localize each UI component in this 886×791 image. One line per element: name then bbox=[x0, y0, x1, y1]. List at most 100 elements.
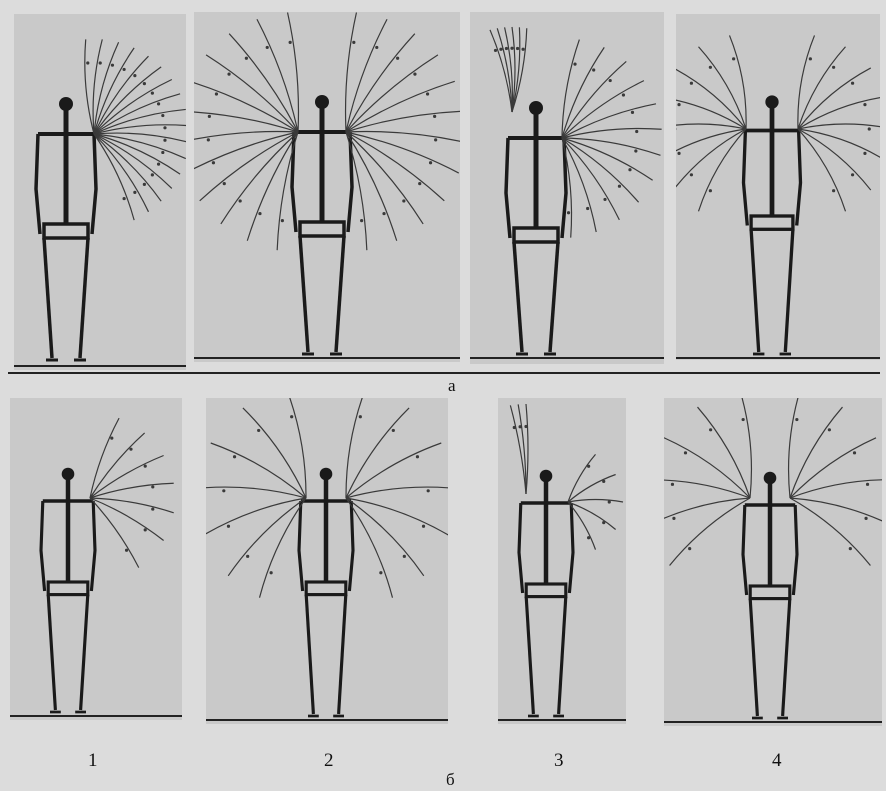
trajectory-b4-right-marker bbox=[849, 547, 852, 550]
trajectory-a4-right bbox=[798, 124, 880, 129]
trajectory-a2-right-marker bbox=[426, 92, 429, 95]
figure-a3 bbox=[470, 12, 664, 364]
figure-pelvis bbox=[751, 216, 793, 229]
trajectory-b2-right-marker bbox=[416, 455, 419, 458]
trajectory-a1-marker bbox=[151, 173, 154, 176]
panel-b2 bbox=[206, 398, 448, 724]
trajectory-b1 bbox=[90, 418, 119, 498]
figure-right-leg bbox=[550, 242, 558, 352]
figure-b3 bbox=[498, 398, 626, 724]
trajectory-b2-left bbox=[287, 398, 306, 498]
trajectory-a1-marker bbox=[157, 163, 160, 166]
trajectory-b3-left-marker bbox=[513, 426, 516, 429]
trajectory-a2-right-marker bbox=[402, 199, 405, 202]
panel-a2 bbox=[194, 12, 460, 362]
trajectory-b4-right-marker bbox=[864, 517, 867, 520]
trajectory-a3-right bbox=[562, 138, 639, 202]
figure-a1 bbox=[14, 14, 186, 370]
figure-b4 bbox=[664, 398, 882, 726]
trajectory-a1-marker bbox=[123, 197, 126, 200]
figure-a2 bbox=[194, 12, 460, 362]
trajectory-b3-right-marker bbox=[587, 465, 590, 468]
trajectory-b2-left-marker bbox=[233, 455, 236, 458]
figure-left-leg bbox=[514, 242, 522, 352]
trajectory-a1-marker bbox=[133, 74, 136, 77]
trajectory-a4-left bbox=[676, 124, 746, 129]
figure-right-arm bbox=[793, 505, 797, 595]
trajectory-b2-right bbox=[346, 498, 448, 536]
trajectory-a2-left-marker bbox=[266, 46, 269, 49]
trajectory-b2-right-marker bbox=[359, 415, 362, 418]
figure-right-leg bbox=[336, 236, 344, 352]
trajectory-a3-left-marker bbox=[521, 48, 524, 51]
figure-right-leg bbox=[783, 599, 790, 716]
trajectory-a3-right-marker bbox=[634, 149, 637, 152]
trajectory-a2-right-marker bbox=[375, 46, 378, 49]
trajectory-a1-marker bbox=[163, 126, 166, 129]
figure-left-leg bbox=[48, 595, 55, 710]
figure-head bbox=[540, 470, 553, 483]
trajectory-b2-right-marker bbox=[403, 555, 406, 558]
trajectory-a4-right-marker bbox=[832, 189, 835, 192]
trajectory-a2-right-marker bbox=[382, 212, 385, 215]
trajectory-b1 bbox=[90, 456, 164, 499]
trajectory-b4-left-marker bbox=[684, 451, 687, 454]
trajectory-a1-marker bbox=[157, 102, 160, 105]
figure-right-arm bbox=[569, 503, 573, 593]
trajectory-a2-left-marker bbox=[239, 199, 242, 202]
trajectory-b2-right-marker bbox=[379, 571, 382, 574]
panel-b4 bbox=[664, 398, 882, 726]
trajectory-b2-left-marker bbox=[222, 489, 225, 492]
trajectory-a3-left-marker bbox=[516, 47, 519, 50]
trajectory-a4-right bbox=[798, 35, 815, 129]
panel-b1 bbox=[10, 398, 182, 720]
trajectory-b4-left bbox=[664, 498, 750, 525]
trajectory-a4-left bbox=[676, 68, 746, 129]
panel-number-4: 4 bbox=[772, 750, 782, 772]
trajectory-a4-right-marker bbox=[851, 82, 854, 85]
trajectory-a1-marker bbox=[151, 92, 154, 95]
figure-head bbox=[764, 472, 777, 485]
trajectory-a3-right-marker bbox=[628, 168, 631, 171]
trajectory-a3-right-marker bbox=[631, 111, 634, 114]
row-label-b: б bbox=[446, 770, 455, 790]
figure-left-leg bbox=[306, 595, 313, 714]
trajectory-b3-right-marker bbox=[587, 536, 590, 539]
trajectory-a2-right-marker bbox=[429, 161, 432, 164]
trajectory-a2-right bbox=[346, 12, 357, 132]
figure-head bbox=[529, 101, 543, 115]
trajectory-a3-right-marker bbox=[609, 79, 612, 82]
trajectory-a4-left bbox=[730, 35, 747, 129]
top-row-baseline bbox=[8, 372, 880, 374]
trajectory-a2-left-marker bbox=[227, 73, 230, 76]
panel-number-1: 1 bbox=[88, 750, 98, 772]
trajectory-a2-left bbox=[194, 81, 298, 132]
figure-right-arm bbox=[92, 134, 96, 234]
trajectory-a4-right bbox=[798, 129, 871, 190]
trajectory-a4-left-marker bbox=[690, 173, 693, 176]
figure-left-arm bbox=[41, 501, 45, 591]
trajectory-a2-left bbox=[194, 111, 298, 132]
trajectory-a2-right-marker bbox=[433, 115, 436, 118]
figure-head bbox=[59, 97, 73, 111]
trajectory-b4-right-marker bbox=[866, 483, 869, 486]
trajectory-b2-right bbox=[346, 498, 424, 576]
trajectory-a4-left bbox=[699, 129, 747, 211]
trajectory-a4-left-marker bbox=[690, 82, 693, 85]
trajectory-b3-right bbox=[568, 502, 616, 530]
trajectory-b1-marker bbox=[151, 507, 154, 510]
trajectory-b2-right-marker bbox=[422, 525, 425, 528]
trajectory-a3-right bbox=[562, 47, 604, 138]
trajectory-b2-left-marker bbox=[270, 571, 273, 574]
figure-left-arm bbox=[506, 138, 510, 238]
panel-a3 bbox=[470, 12, 664, 364]
panel-number-3: 3 bbox=[554, 750, 564, 772]
trajectory-a4-right-marker bbox=[863, 103, 866, 106]
trajectory-a3-right bbox=[562, 138, 653, 180]
trajectory-a1-marker bbox=[99, 61, 102, 64]
trajectory-a2-left bbox=[288, 12, 299, 132]
trajectory-a2-right-marker bbox=[418, 182, 421, 185]
trajectory-b2-left bbox=[206, 498, 306, 536]
trajectory-a1-marker bbox=[143, 183, 146, 186]
figure-right-leg bbox=[559, 597, 566, 714]
